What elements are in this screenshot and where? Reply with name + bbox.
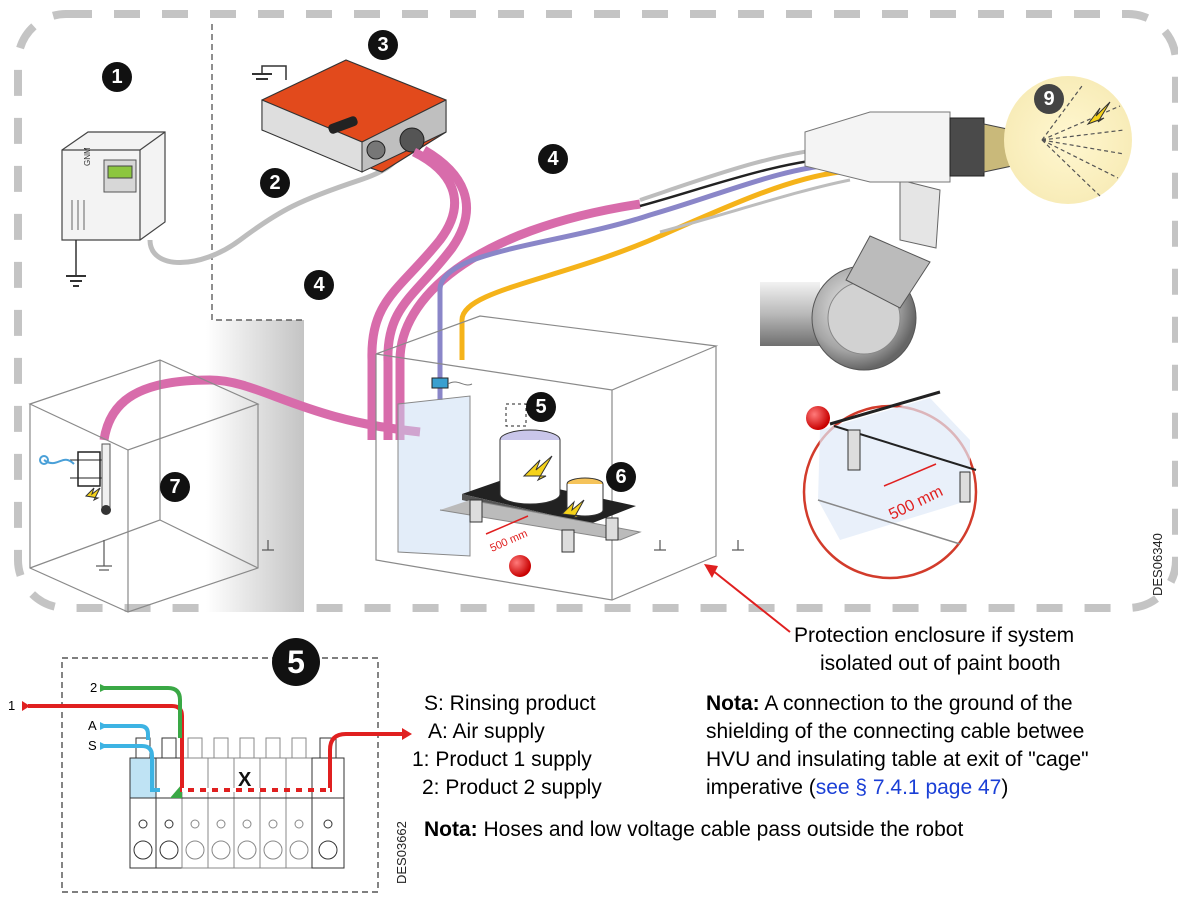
warning-light: [509, 555, 531, 577]
nota-ground-line3: HVU and insulating table at exit of "cag…: [706, 748, 1089, 771]
valve-box-marker: [505, 403, 527, 427]
hv-spark-icon: [1086, 101, 1111, 126]
air-line: [104, 724, 150, 740]
nota-ground-line4: imperative (see § 7.4.1 page 47): [706, 774, 1008, 801]
nota-ground-line1: Nota: A connection to the ground of the: [706, 690, 1073, 717]
booth-wall: [206, 320, 304, 612]
detail-zoom-circle: [802, 390, 978, 580]
nota-hoses: Nota: Hoses and low voltage cable pass o…: [424, 816, 963, 843]
spray-lines: [1041, 85, 1125, 197]
protection-note-line2: isolated out of paint booth: [820, 652, 1061, 675]
legend-product-2: 2: Product 2 supply: [422, 776, 602, 799]
spray-cloud: [1004, 76, 1132, 204]
inset-valve-frame: [61, 657, 379, 893]
nota-hoses-label: Nota:: [424, 818, 478, 841]
enclosure-7: [28, 359, 260, 613]
callout-6: 6: [606, 462, 636, 492]
inset-callout-5: 5: [272, 638, 320, 686]
controller-brand-label: GNM: [83, 147, 92, 166]
callout-4-lower: 4: [304, 270, 334, 300]
inlet-1-label: 1: [8, 698, 15, 713]
nota-ground-line4-pre: imperative (: [706, 776, 816, 799]
callout-5: 5: [526, 392, 556, 422]
callout-7: 7: [160, 472, 190, 502]
partition-line: [211, 24, 304, 321]
section-reference-link[interactable]: see § 7.4.1 page 47: [815, 776, 1002, 799]
warning-light-detail: [806, 406, 830, 430]
inlet-s-label: S: [88, 738, 97, 753]
hv-unit: [252, 59, 447, 173]
drawing-code-main: DES06340: [1150, 533, 1165, 596]
callout-2: 2: [260, 168, 290, 198]
control-unit: GNM: [61, 131, 166, 287]
cage-glass-door: [397, 395, 471, 557]
ground-symbol-7: [96, 540, 112, 571]
booth-boundary: [14, 10, 1178, 612]
pump-device: [39, 443, 111, 515]
pointer-arrow: [711, 569, 791, 633]
nota-ground-label: Nota:: [706, 692, 760, 715]
product-2-line: [104, 686, 182, 738]
nota-ground-text1: A connection to the ground of the: [759, 692, 1073, 715]
insulating-table: [439, 429, 642, 553]
inlet-a-arrowhead: [100, 722, 108, 730]
switch-device: [431, 377, 473, 389]
inlet-2-arrowhead: [100, 684, 108, 692]
distance-label-main: 500 mm: [488, 528, 529, 555]
inlet-2-label: 2: [90, 680, 97, 695]
rinse-line: [104, 744, 160, 792]
callout-3: 3: [368, 30, 398, 60]
protection-note-line1: Protection enclosure if system: [794, 624, 1075, 647]
nota-ground-line4-post: ): [1001, 776, 1009, 799]
pointer-arrowhead: [704, 564, 718, 578]
inlet-1-arrowhead: [22, 701, 30, 711]
drawing-code-inset: DES03662: [394, 821, 409, 884]
cage-enclosure: [375, 315, 719, 601]
callout-4-upper: 4: [538, 144, 568, 174]
spark-icon-7: [84, 487, 101, 502]
distance-arrow-main: [485, 515, 529, 535]
legend-rinsing: S: Rinsing product: [424, 692, 596, 715]
inlet-s-arrowhead: [100, 742, 108, 750]
callout-9: 9: [1034, 84, 1064, 114]
legend-product-1: 1: Product 1 supply: [412, 748, 592, 771]
nota-ground-line2: shielding of the connecting cable betwee: [706, 720, 1085, 743]
valve-block: X: [129, 737, 345, 869]
nota-hoses-text: Hoses and low voltage cable pass outside…: [477, 818, 964, 841]
ground-symbols-cage: [262, 540, 744, 551]
outlet-arrowhead: [402, 728, 412, 740]
legend-air: A: Air supply: [428, 720, 545, 743]
callout-1: 1: [102, 62, 132, 92]
inlet-a-label: A: [88, 718, 97, 733]
valve-x-label: X: [238, 769, 252, 791]
